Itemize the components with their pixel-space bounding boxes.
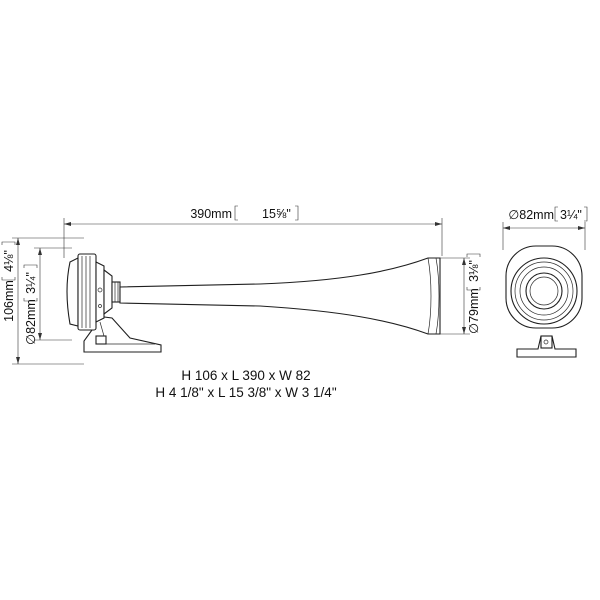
- base-diameter-dimension: [34, 247, 72, 341]
- caption-metric: H 106 x L 390 x W 82: [181, 368, 310, 383]
- bell-diameter-in-label: 3⅛": [467, 260, 481, 282]
- bell-diameter-mm-label: ∅79mm: [467, 288, 481, 334]
- base-diameter-in-label: 3¼": [24, 272, 38, 294]
- height-mm-label: 106mm: [2, 280, 16, 322]
- end-diameter-mm-label: ∅82mm: [508, 208, 554, 222]
- horn-side-view: [66, 253, 441, 353]
- horn-end-view: [505, 245, 583, 358]
- length-in-label: 15⅝": [262, 207, 291, 221]
- height-in-label: 4⅛": [2, 250, 16, 272]
- length-mm-label: 390mm: [190, 207, 232, 221]
- horn-trumpet: [119, 257, 441, 335]
- height-dimension: [12, 237, 84, 365]
- caption-imperial: H 4 1/8" x L 15 3/8" x W 3 1/4": [155, 385, 336, 400]
- length-dimension: [63, 218, 443, 258]
- end-diameter-in-label: 3¼": [560, 208, 582, 222]
- bell-diameter-dimension: [440, 257, 470, 335]
- horn-base-housing: [66, 257, 79, 327]
- end-diameter-dimension: [502, 222, 586, 250]
- base-diameter-mm-label: ∅82mm: [24, 299, 38, 345]
- end-view-housing: [505, 245, 583, 329]
